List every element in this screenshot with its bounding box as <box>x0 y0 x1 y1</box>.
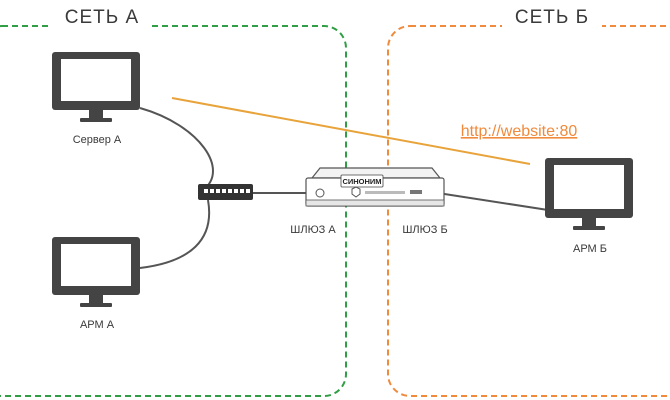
monitor-icon <box>545 158 633 230</box>
arm-b-monitor[interactable] <box>545 158 633 230</box>
network-switch[interactable] <box>198 184 253 200</box>
server-a-monitor[interactable] <box>52 52 140 122</box>
cable-server-switch <box>139 107 214 191</box>
gateway-b-label: ШЛЮЗ Б <box>402 224 447 236</box>
network-b-zone <box>387 25 670 397</box>
network-a-title: СЕТЬ А <box>65 7 139 28</box>
gateway-appliance-icon <box>305 167 445 207</box>
gateway-brand-label: СИНОНИМ <box>342 177 381 186</box>
arm-a-monitor[interactable] <box>52 237 140 307</box>
network-b-title: СЕТЬ Б <box>515 7 589 28</box>
monitor-icon <box>52 52 140 122</box>
website-url-link[interactable]: http://website:80 <box>461 123 578 140</box>
http-connection-line <box>171 97 531 165</box>
server-a-label: Сервер А <box>73 134 122 146</box>
cable-gateway-armb <box>437 192 549 211</box>
network-switch-icon <box>198 184 253 200</box>
network-a-zone <box>0 25 347 397</box>
arm-b-label: АРМ Б <box>573 243 607 255</box>
arm-a-label: АРМ А <box>80 319 115 331</box>
cable-arm-switch <box>139 199 211 269</box>
monitor-icon <box>52 237 140 307</box>
gateway-a-label: ШЛЮЗ А <box>290 224 336 236</box>
gateway-appliance[interactable]: СИНОНИМ <box>305 167 445 207</box>
